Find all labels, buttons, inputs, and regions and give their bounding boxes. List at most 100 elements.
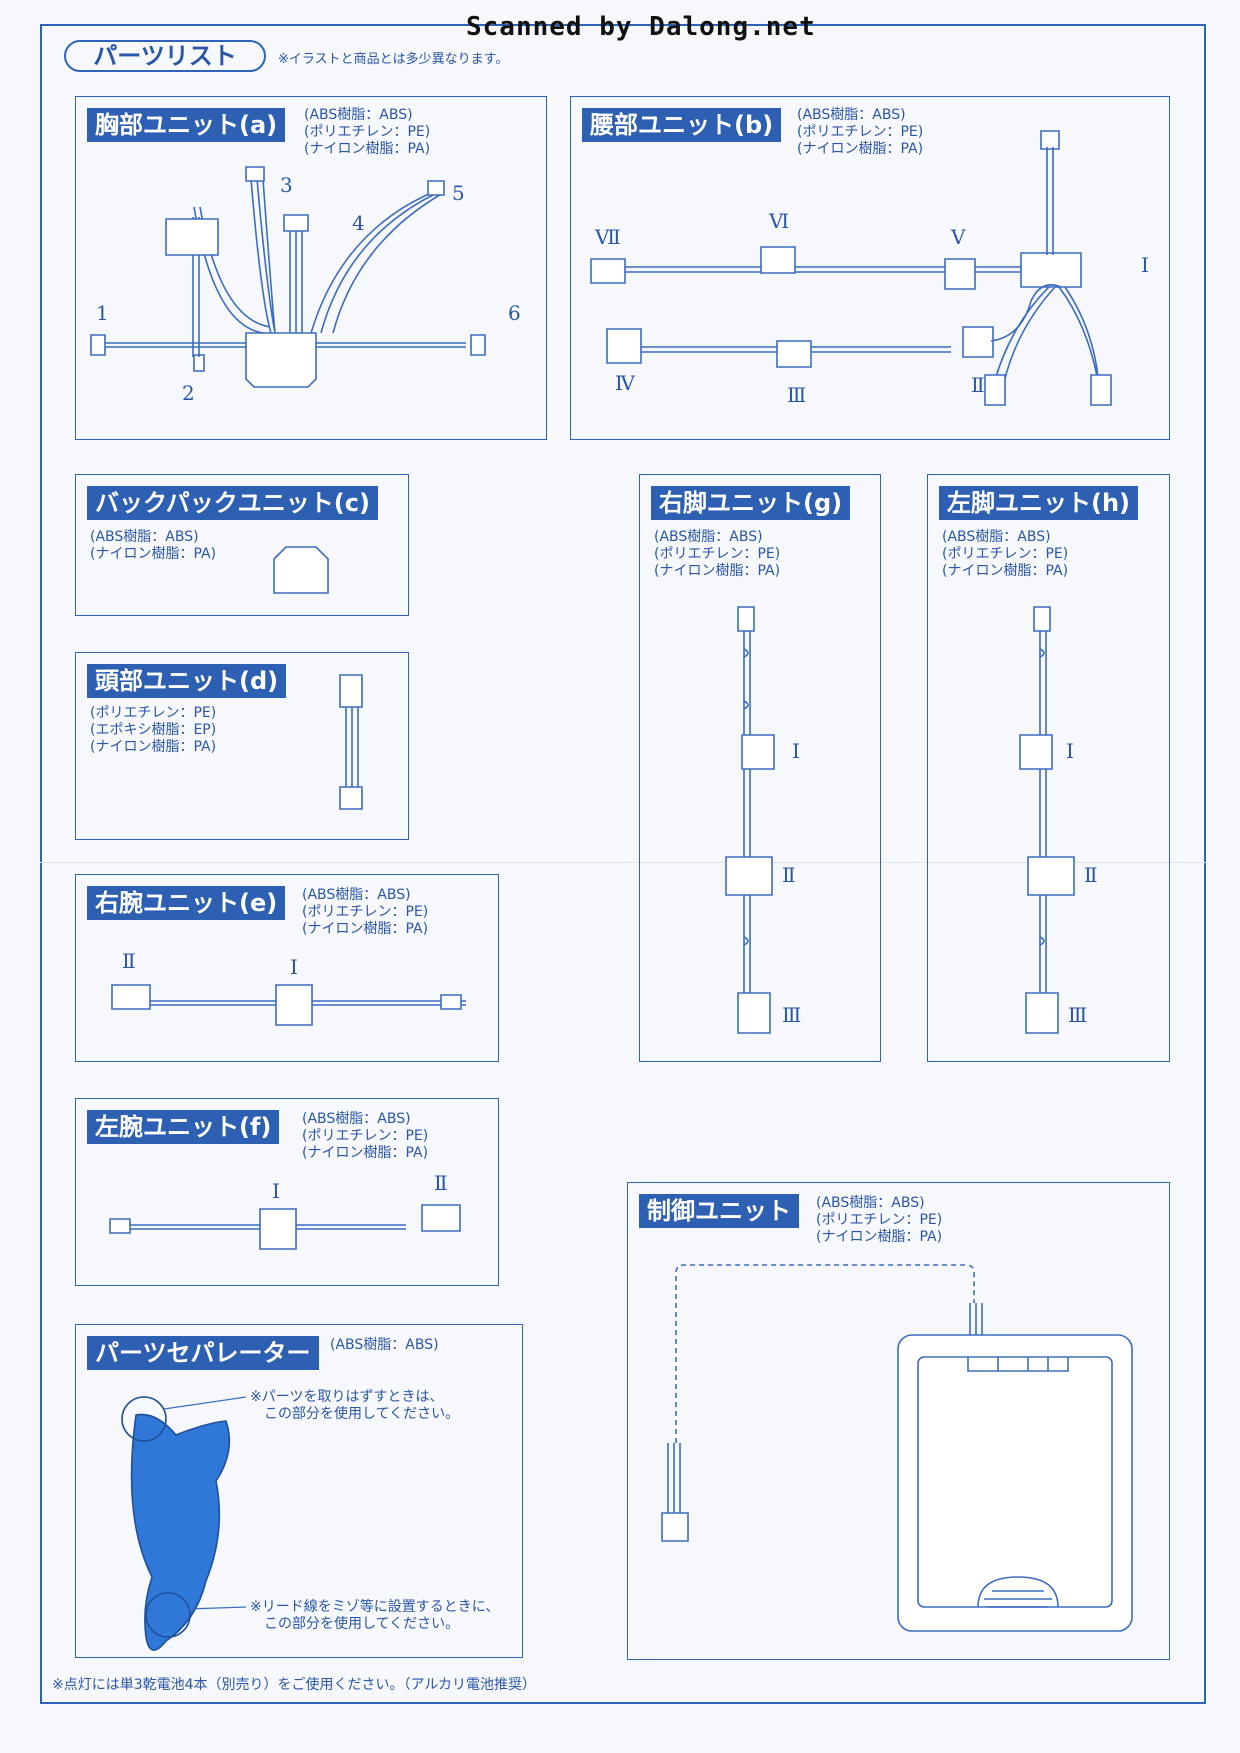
unit-d-materials: (ポリエチレン：PE) (エポキシ樹脂：EP) (ナイロン樹脂：PA) bbox=[90, 705, 216, 756]
unit-b-diagram bbox=[590, 130, 1112, 406]
unit-d-diagram bbox=[339, 674, 363, 810]
unit-b-label-II: Ⅱ bbox=[971, 373, 985, 397]
unit-h-title: 左脚ユニット(h) bbox=[939, 486, 1139, 520]
unit-b-label-IV: Ⅳ bbox=[615, 371, 635, 395]
note-line: ※リード線をミゾ等に設置するときに、 bbox=[250, 1599, 500, 1615]
material-line: (ナイロン樹脂：PA) bbox=[90, 546, 217, 562]
unit-h-materials: (ABS樹脂：ABS) (ポリエチレン：PE) (ナイロン樹脂：PA) bbox=[942, 529, 1068, 580]
material-line: (ABS樹脂：ABS) bbox=[304, 107, 413, 123]
material-line: (ナイロン樹脂：PA) bbox=[654, 563, 781, 579]
unit-g-label-III: Ⅲ bbox=[782, 1003, 802, 1027]
material-line: (ABS樹脂：ABS) bbox=[816, 1195, 925, 1211]
unit-f-panel: 左腕ユニット(f) (ABS樹脂：ABS) (ポリエチレン：PE) (ナイロン樹… bbox=[75, 1098, 499, 1286]
material-line: (ABS樹脂：ABS) bbox=[302, 887, 411, 903]
watermark: Scanned by Dalong.net bbox=[466, 12, 816, 42]
material-line: (ポリエチレン：PE) bbox=[302, 904, 429, 920]
control-unit-panel: 制御ユニット (ABS樹脂：ABS) (ポリエチレン：PE) (ナイロン樹脂：P… bbox=[627, 1182, 1170, 1660]
material-line: (ポリエチレン：PE) bbox=[816, 1212, 943, 1228]
page-title: パーツリスト bbox=[64, 40, 266, 72]
unit-a-label-2: 2 bbox=[182, 381, 195, 405]
control-unit-title: 制御ユニット bbox=[639, 1194, 799, 1228]
unit-c-materials: (ABS樹脂：ABS) (ナイロン樹脂：PA) bbox=[90, 529, 216, 563]
separator-materials: (ABS樹脂：ABS) bbox=[330, 1337, 439, 1353]
unit-h-label-III: Ⅲ bbox=[1068, 1003, 1088, 1027]
control-unit-materials: (ABS樹脂：ABS) (ポリエチレン：PE) (ナイロン樹脂：PA) bbox=[816, 1195, 942, 1246]
unit-b-label-I: Ⅰ bbox=[1141, 253, 1149, 277]
unit-h-panel: 左脚ユニット(h) (ABS樹脂：ABS) (ポリエチレン：PE) (ナイロン樹… bbox=[927, 474, 1170, 1062]
separator-panel: パーツセパレーター (ABS樹脂：ABS) ※パーツを取りはずすときは、 この部… bbox=[75, 1324, 523, 1658]
unit-b-label-III: Ⅲ bbox=[787, 383, 807, 407]
material-line: (ポリエチレン：PE) bbox=[797, 124, 924, 140]
footer-note: ※点灯には単3乾電池4本（別売り）をご使用ください。（アルカリ電池推奨） bbox=[52, 1677, 536, 1693]
unit-g-panel: 右脚ユニット(g) (ABS樹脂：ABS) (ポリエチレン：PE) (ナイロン樹… bbox=[639, 474, 881, 1062]
unit-b-label-VII: Ⅶ bbox=[595, 225, 621, 249]
unit-e-diagram bbox=[111, 984, 466, 1026]
separator-note-1: ※パーツを取りはずすときは、 この部分を使用してください。 bbox=[250, 1389, 459, 1423]
unit-e-panel: 右腕ユニット(e) (ABS樹脂：ABS) (ポリエチレン：PE) (ナイロン樹… bbox=[75, 874, 499, 1062]
unit-f-label-I: Ⅰ bbox=[272, 1179, 280, 1203]
unit-g-title: 右脚ユニット(g) bbox=[651, 486, 851, 520]
unit-c-title: バックパックユニット(c) bbox=[87, 486, 378, 520]
material-line: (ナイロン樹脂：PA) bbox=[942, 563, 1069, 579]
unit-f-diagram bbox=[109, 1204, 461, 1250]
unit-a-label-5: 5 bbox=[452, 181, 465, 205]
unit-a-panel: 胸部ユニット(a) (ABS樹脂：ABS) (ポリエチレン：PE) (ナイロン樹… bbox=[75, 96, 547, 440]
unit-a-label-3: 3 bbox=[280, 173, 293, 197]
material-line: (エポキシ樹脂：EP) bbox=[90, 722, 217, 738]
control-unit-diagram bbox=[661, 1264, 1133, 1632]
unit-g-label-II: Ⅱ bbox=[782, 863, 796, 887]
material-line: (ポリエチレン：PE) bbox=[90, 705, 217, 721]
material-line: (ABS樹脂：ABS) bbox=[302, 1111, 411, 1127]
unit-a-title: 胸部ユニット(a) bbox=[87, 108, 286, 142]
unit-f-title: 左腕ユニット(f) bbox=[87, 1110, 280, 1144]
unit-a-label-4: 4 bbox=[352, 211, 365, 235]
unit-a-diagram bbox=[90, 166, 486, 388]
unit-a-materials: (ABS樹脂：ABS) (ポリエチレン：PE) (ナイロン樹脂：PA) bbox=[304, 107, 430, 158]
unit-e-label-II: Ⅱ bbox=[122, 949, 136, 973]
unit-h-diagram bbox=[1019, 606, 1075, 1034]
material-line: (ABS樹脂：ABS) bbox=[797, 107, 906, 123]
unit-h-label-II: Ⅱ bbox=[1084, 863, 1098, 887]
unit-g-diagram bbox=[725, 606, 775, 1034]
material-line: (ポリエチレン：PE) bbox=[304, 124, 431, 140]
material-line: (ポリエチレン：PE) bbox=[654, 546, 781, 562]
material-line: (ナイロン樹脂：PA) bbox=[302, 1145, 429, 1161]
separator-diagram bbox=[121, 1396, 247, 1651]
header-note: ※イラストと商品とは多少異なります。 bbox=[278, 52, 509, 67]
unit-e-materials: (ABS樹脂：ABS) (ポリエチレン：PE) (ナイロン樹脂：PA) bbox=[302, 887, 428, 938]
page-frame bbox=[40, 24, 1206, 1704]
unit-b-materials: (ABS樹脂：ABS) (ポリエチレン：PE) (ナイロン樹脂：PA) bbox=[797, 107, 923, 158]
material-line: (ポリエチレン：PE) bbox=[942, 546, 1069, 562]
unit-c-diagram bbox=[273, 546, 329, 594]
note-line: この部分を使用してください。 bbox=[264, 1616, 460, 1632]
separator-title: パーツセパレーター bbox=[87, 1336, 319, 1370]
material-line: (ナイロン樹脂：PA) bbox=[304, 141, 431, 157]
material-line: (ナイロン樹脂：PA) bbox=[302, 921, 429, 937]
material-line: (ABS樹脂：ABS) bbox=[654, 529, 763, 545]
unit-f-materials: (ABS樹脂：ABS) (ポリエチレン：PE) (ナイロン樹脂：PA) bbox=[302, 1111, 428, 1162]
unit-d-title: 頭部ユニット(d) bbox=[87, 664, 287, 698]
unit-b-title: 腰部ユニット(b) bbox=[582, 108, 782, 142]
unit-e-title: 右腕ユニット(e) bbox=[87, 886, 286, 920]
fold-line bbox=[40, 862, 1206, 863]
unit-c-panel: バックパックユニット(c) (ABS樹脂：ABS) (ナイロン樹脂：PA) bbox=[75, 474, 409, 616]
unit-d-panel: 頭部ユニット(d) (ポリエチレン：PE) (エポキシ樹脂：EP) (ナイロン樹… bbox=[75, 652, 409, 840]
material-line: (ナイロン樹脂：PA) bbox=[797, 141, 924, 157]
unit-h-label-I: Ⅰ bbox=[1066, 739, 1074, 763]
unit-f-label-II: Ⅱ bbox=[434, 1171, 448, 1195]
unit-g-materials: (ABS樹脂：ABS) (ポリエチレン：PE) (ナイロン樹脂：PA) bbox=[654, 529, 780, 580]
unit-g-label-I: Ⅰ bbox=[792, 739, 800, 763]
material-line: (ナイロン樹脂：PA) bbox=[90, 739, 217, 755]
material-line: (ABS樹脂：ABS) bbox=[942, 529, 1051, 545]
material-line: (ポリエチレン：PE) bbox=[302, 1128, 429, 1144]
note-line: この部分を使用してください。 bbox=[264, 1406, 460, 1422]
unit-a-label-6: 6 bbox=[508, 301, 521, 325]
unit-e-label-I: Ⅰ bbox=[290, 955, 298, 979]
unit-b-label-V: Ⅴ bbox=[951, 225, 966, 249]
unit-b-panel: 腰部ユニット(b) (ABS樹脂：ABS) (ポリエチレン：PE) (ナイロン樹… bbox=[570, 96, 1170, 440]
unit-b-label-VI: Ⅵ bbox=[769, 209, 790, 233]
separator-note-2: ※リード線をミゾ等に設置するときに、 この部分を使用してください。 bbox=[250, 1599, 499, 1633]
material-line: (ABS樹脂：ABS) bbox=[90, 529, 199, 545]
material-line: (ナイロン樹脂：PA) bbox=[816, 1229, 943, 1245]
unit-a-label-1: 1 bbox=[96, 301, 109, 325]
